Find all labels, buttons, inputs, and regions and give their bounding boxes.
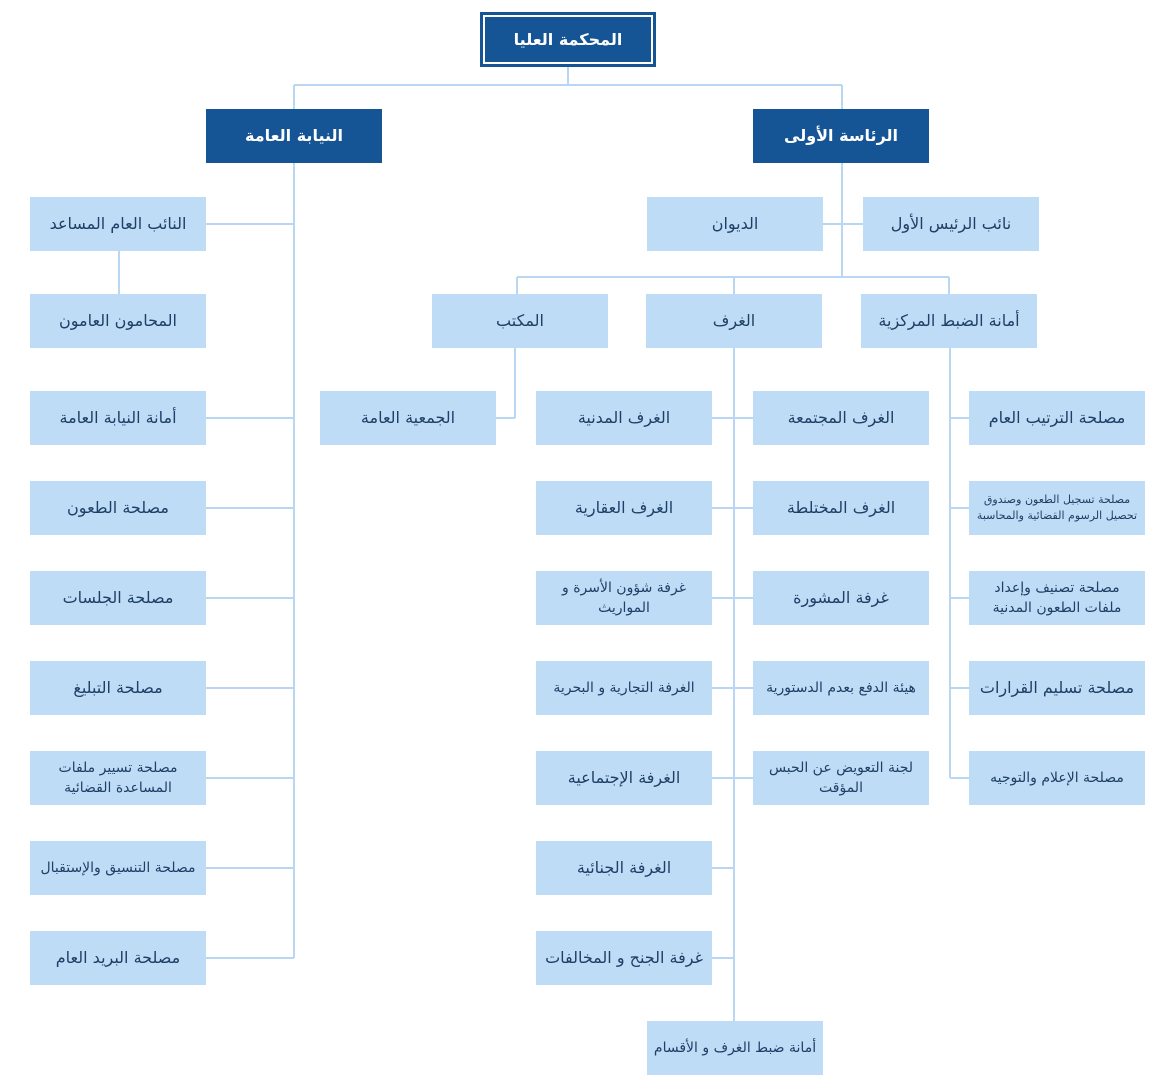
node-chamber-section: الغرفة الإجتماعية [536, 751, 712, 805]
node-supreme-court: المحكمة العليا [480, 12, 656, 67]
node-prosecution-item: مصلحة التنسيق والإستقبال [30, 841, 206, 895]
node-prosecution-item: مصلحة الطعون [30, 481, 206, 535]
node-chamber-body: الغرف المجتمعة [753, 391, 929, 445]
node-prosecution-item: مصلحة تسيير ملفات المساعدة القضائية [30, 751, 206, 805]
node-office: المكتب [432, 294, 608, 348]
node-chamber-section: غرفة شؤون الأسرة و المواريث [536, 571, 712, 625]
node-chamber-body: غرفة المشورة [753, 571, 929, 625]
node-diwan: الديوان [647, 197, 823, 251]
node-prosecution-item: أمانة النيابة العامة [30, 391, 206, 445]
node-chamber-section: الغرف العقارية [536, 481, 712, 535]
node-central-service: مصلحة تسجيل الطعون وصندوق تحصيل الرسوم ا… [969, 481, 1145, 535]
node-prosecution-item: مصلحة البريد العام [30, 931, 206, 985]
node-chamber-section: الغرفة الجنائية [536, 841, 712, 895]
node-prosecution-item: مصلحة التبليغ [30, 661, 206, 715]
node-chamber-section: الغرف المدنية [536, 391, 712, 445]
node-general-assembly: الجمعية العامة [320, 391, 496, 445]
node-central-service: مصلحة الترتيب العام [969, 391, 1145, 445]
node-central-service: مصلحة تصنيف وإعداد ملفات الطعون المدنية [969, 571, 1145, 625]
node-chamber-body: الغرف المختلطة [753, 481, 929, 535]
node-chamber-body: لجنة التعويض عن الحبس المؤقت [753, 751, 929, 805]
node-first-presidency: الرئاسة الأولى [753, 109, 929, 163]
node-prosecution-item: المحامون العامون [30, 294, 206, 348]
node-chamber-section: الغرفة التجارية و البحرية [536, 661, 712, 715]
node-prosecution-item: النائب العام المساعد [30, 197, 206, 251]
node-public-prosecution: النيابة العامة [206, 109, 382, 163]
node-prosecution-item: مصلحة الجلسات [30, 571, 206, 625]
node-chamber-section: غرفة الجنح و المخالفات [536, 931, 712, 985]
node-first-vice-president: نائب الرئيس الأول [863, 197, 1039, 251]
node-central-service: مصلحة تسليم القرارات [969, 661, 1145, 715]
node-chambers-registry: أمانة ضبط الغرف و الأقسام [647, 1021, 823, 1075]
node-chambers: الغرف [646, 294, 822, 348]
node-chamber-body: هيئة الدفع بعدم الدستورية [753, 661, 929, 715]
node-central-registry: أمانة الضبط المركزية [861, 294, 1037, 348]
node-central-service: مصلحة الإعلام والتوجيه [969, 751, 1145, 805]
